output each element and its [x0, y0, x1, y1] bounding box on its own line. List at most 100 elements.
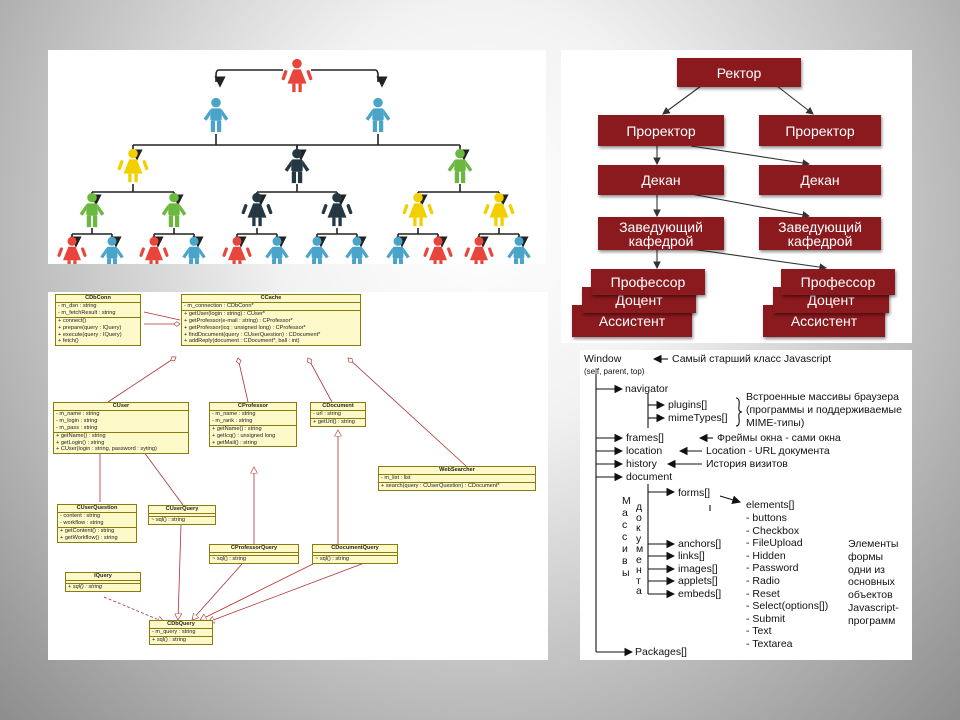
uml-class-cprofessorquery: CProfessorQuery~ sql() : string: [209, 544, 299, 564]
uml-class-iquery: IQuery + sql() : string: [65, 572, 141, 592]
uml-class-title: CDbQuery: [150, 621, 212, 629]
note-line: формы: [848, 550, 884, 563]
vertical-letter: с: [622, 519, 628, 531]
uml-operation-row: + sql() : string: [68, 583, 103, 590]
uml-operation-row: + connect(): [58, 317, 87, 324]
uml-class-cdbquery: CDbQuery- m_query : string+ sql() : stri…: [149, 620, 213, 645]
builtin-note-3: MIME-типы): [746, 417, 805, 429]
uml-attributes: - m_list : list: [379, 475, 535, 483]
uml-class-title: IQuery: [66, 573, 140, 581]
uml-attribute-row: - url : string: [313, 410, 341, 417]
vertical-letter: д: [636, 501, 643, 513]
uml-attribute-row: - m_connection : CDbConn*: [184, 302, 254, 309]
uml-class-cdocument: CDocument- url : string+ getUrl() : stri…: [310, 402, 366, 427]
note-line: объектов: [848, 589, 893, 602]
forms-label: forms[]: [678, 487, 711, 499]
embeds-label: embeds[]: [678, 588, 722, 600]
uml-class-title: CUser: [54, 403, 188, 411]
professor-right-box: Профессор: [781, 269, 895, 295]
person-level3-icon: [161, 192, 187, 228]
tree-connector: [90, 184, 184, 206]
tree-connector: [235, 228, 287, 248]
vertical-letter: м: [636, 543, 644, 555]
uml-operation-row: + CUser(login : string, password : sytin…: [56, 446, 157, 453]
uml-operation-row: + execute(query : IQuery): [58, 331, 122, 338]
uml-attributes: - m_query : string: [150, 629, 212, 637]
uml-attributes: [149, 514, 215, 517]
person-level4-icon: [345, 236, 369, 264]
mimetypes-label: mimeTypes[]: [668, 412, 728, 424]
uml-operation-row: + getName() : string: [212, 425, 262, 432]
form-element-item: - Hidden: [746, 549, 786, 562]
uml-operation-row: + getProfessor(icq : unsigned long) : CP…: [184, 324, 306, 331]
uml-attributes: [210, 553, 298, 556]
uml-attribute-row: - m_query : string: [152, 628, 196, 635]
person-root-icon: [281, 58, 313, 93]
vertical-letter: с: [622, 531, 628, 543]
uml-class-cuser: CUser- m_name : string- m_login : string…: [53, 402, 189, 455]
uml-class-title: CProfessorQuery: [210, 545, 298, 553]
applets-label: applets[]: [678, 575, 718, 587]
person-level4-icon: [507, 236, 531, 264]
person-level1-icon: [365, 97, 391, 133]
uml-class-title: CDocument: [311, 403, 365, 411]
tree-connector: [131, 134, 307, 161]
uml-operation-row: + findDocument(query : CUserQuestion) : …: [184, 331, 321, 338]
tree-connector: [315, 228, 367, 248]
person-level4-icon: [265, 236, 289, 264]
window-label: Window: [584, 353, 622, 365]
prorector-right-box: Проректор: [759, 115, 881, 146]
uml-class-title: CUserQuestion: [58, 505, 136, 513]
form-element-item: - Select(options[]): [746, 600, 829, 613]
uml-operation-row: + getWorkflow() : string: [60, 534, 118, 541]
uml-operations: + getName() : string+ getLogin() : strin…: [54, 433, 188, 454]
person-level3-icon: [321, 192, 353, 227]
uml-attributes: - content : string- workflow : string: [58, 513, 136, 528]
note-line: Элементы: [848, 538, 899, 550]
tree-connector: [152, 228, 204, 248]
people-hierarchy-diagram: [57, 58, 531, 264]
uml-operations: + getUser(login : string) : CUser*+ getP…: [182, 311, 360, 346]
form-element-item: - FileUpload: [746, 537, 803, 550]
window-note: Самый старший класс Javascript: [672, 353, 832, 365]
tree-connector: [416, 184, 509, 206]
uml-operation-row: ~ sql() : string: [315, 555, 350, 562]
uml-operations: + getContent() : string+ getWorkflow() :…: [58, 528, 136, 542]
form-element-item: - Reset: [746, 587, 780, 600]
frames-label: frames[]: [626, 432, 664, 444]
person-level1-icon: [203, 97, 229, 133]
window-sub-label: (self, parent, top): [584, 367, 645, 376]
uml-operations: + getName() : string+ getIcq() : unsigne…: [210, 426, 296, 447]
uml-class-title: CDbConn: [56, 295, 140, 303]
images-label: images[]: [678, 563, 718, 575]
navigator-label: navigator: [625, 383, 669, 395]
vertical-letter: а: [622, 507, 628, 519]
location-label: location: [626, 445, 663, 457]
person-level3-icon: [241, 192, 273, 227]
uml-attribute-row: - m_rank : string: [212, 417, 253, 424]
uml-class-cuserquery: CUserQuery~ sql() : string: [148, 505, 216, 525]
uml-attributes: - m_name : string- m_rank : string: [210, 411, 296, 426]
vertical-letter: о: [636, 511, 642, 524]
form-element-item: - Password: [746, 562, 799, 575]
uml-operation-row: + addReply(document : CDocument*, ball :…: [184, 338, 300, 345]
tree-connector: [295, 134, 470, 161]
uml-operation-row: + search(query : CUserQuestion) : CDocum…: [381, 482, 500, 489]
vertical-letter: у: [636, 532, 642, 545]
uml-operation-row: ~ sql() : string: [151, 516, 186, 523]
person-level4-icon: [222, 236, 252, 264]
person-level3-icon: [483, 192, 515, 227]
uml-operation-row: + getName() : string: [56, 432, 106, 439]
tree-connector: [70, 228, 122, 248]
uml-operation-row: + getMail() : string: [212, 439, 257, 446]
uml-attributes: - m_name : string- m_login : string- m_p…: [54, 411, 188, 433]
builtin-note-1: Встроенные массивы браузера: [746, 391, 899, 403]
uml-attribute-row: - m_list : list: [381, 474, 411, 481]
uml-attribute-row: - m_name : string: [212, 410, 256, 417]
uml-operation-row: + getLogin() : string: [56, 439, 105, 446]
dom-tree-lines: [595, 354, 743, 657]
people-hierarchy-panel: [48, 50, 546, 264]
person-level4-icon: [386, 236, 410, 264]
department-head-left-box: Заведующий кафедрой: [598, 217, 724, 250]
builtin-note-2: (программы и поддерживаемые: [746, 404, 902, 416]
